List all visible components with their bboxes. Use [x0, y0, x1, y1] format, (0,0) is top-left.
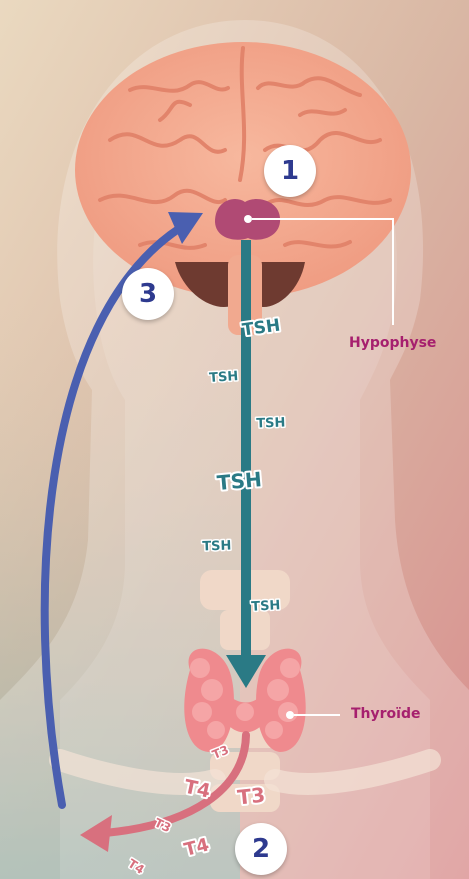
step-2-badge: 2 [235, 823, 287, 875]
tsh-label: TSH [256, 415, 286, 431]
thyroid-marker [286, 711, 294, 719]
tsh-label: TSH [209, 369, 239, 386]
step-1-badge: 1 [264, 145, 316, 197]
tsh-label: TSH [251, 598, 281, 615]
t3-label: T3 [236, 783, 266, 810]
tsh-label: TSH [202, 538, 232, 554]
pituitary-marker [244, 215, 252, 223]
thyroide-label: Thyroïde [351, 706, 420, 722]
tsh-label: TSH [216, 467, 263, 495]
hypophyse-label: Hypophyse [349, 335, 436, 351]
step-3-badge: 3 [122, 268, 174, 320]
